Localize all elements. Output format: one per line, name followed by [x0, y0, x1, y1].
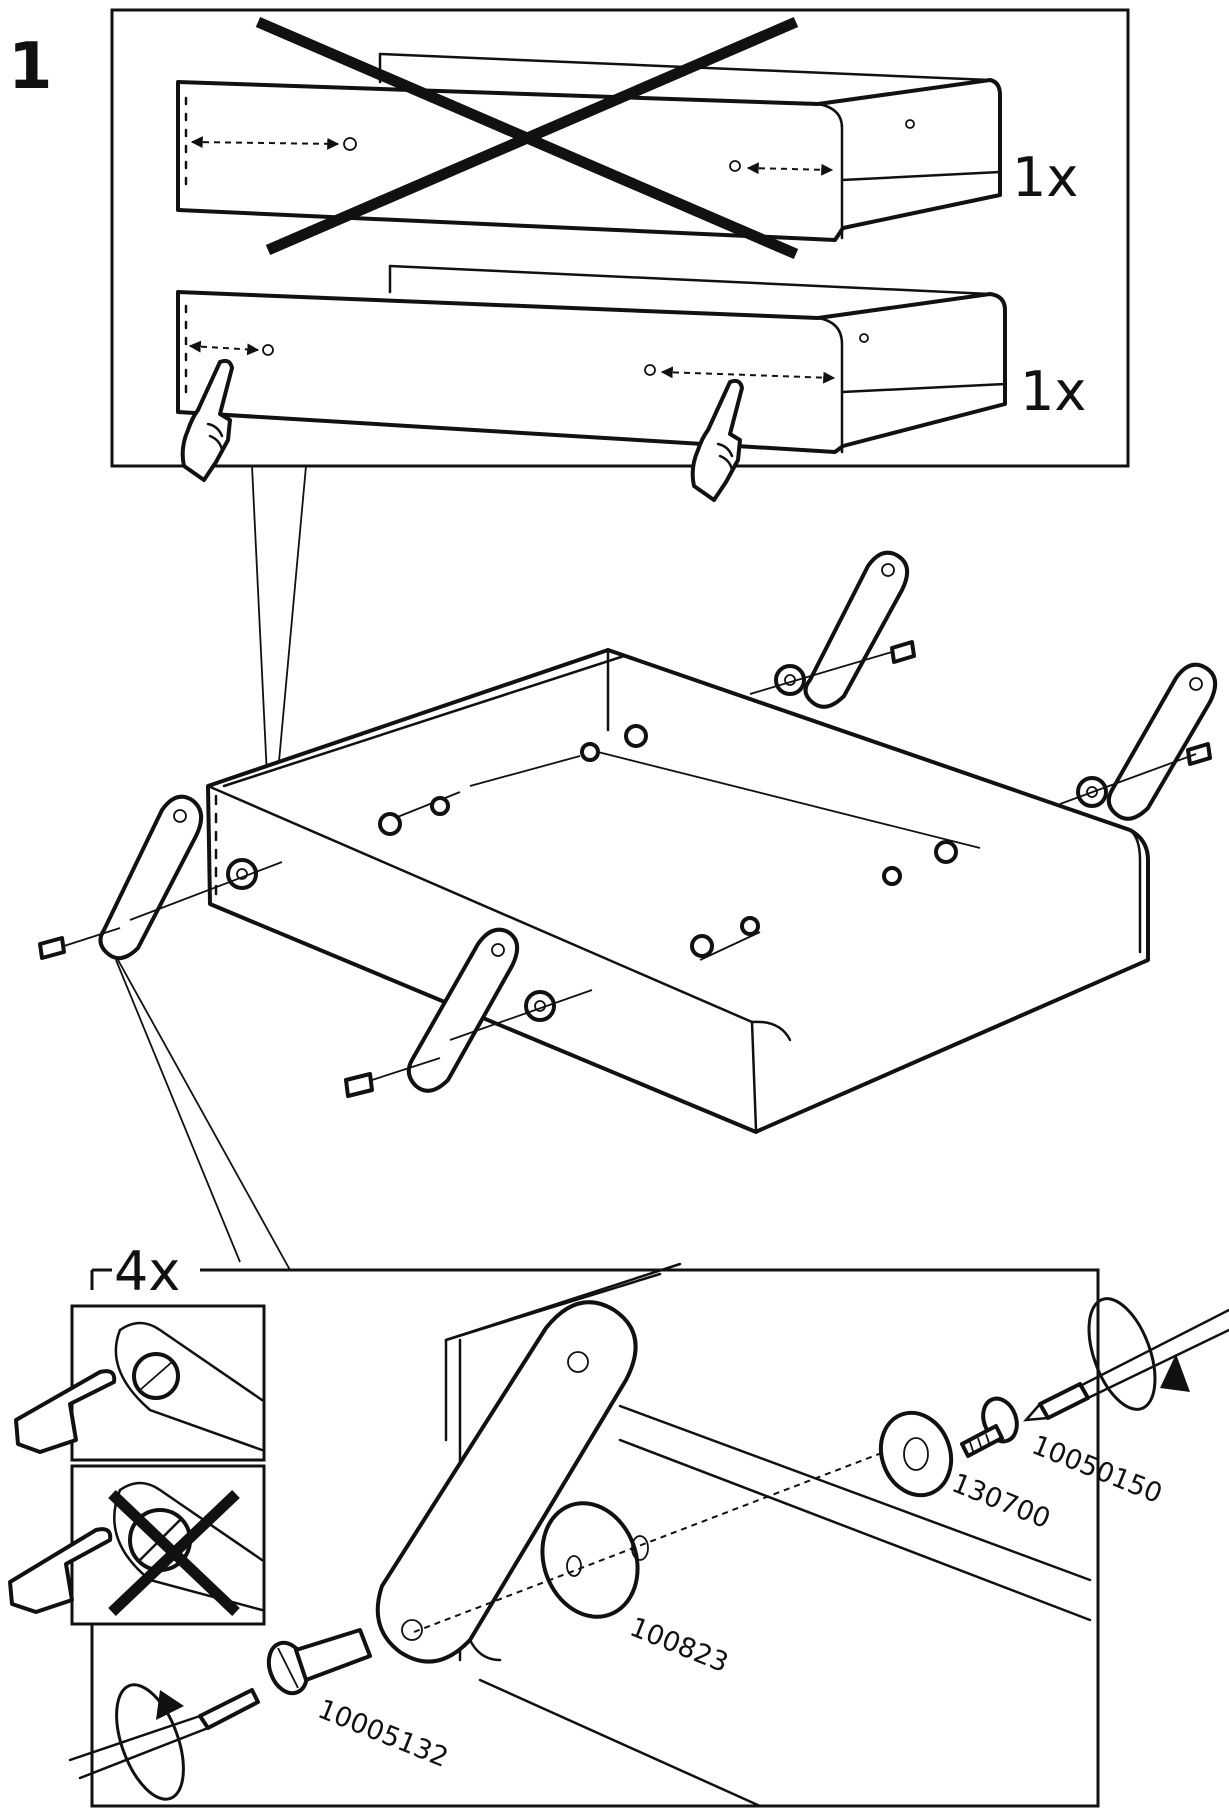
- detail-panel: 4x: [8, 1240, 1229, 1808]
- check-correct-inset: [14, 1304, 266, 1462]
- screwdriver-icon: [68, 1688, 260, 1780]
- pointing-hand-icon: [180, 358, 234, 482]
- detail-handle: [375, 1300, 638, 1664]
- part-number-spacer-disc: 100823: [625, 1612, 732, 1679]
- orientation-panel: 1x 1x: [110, 8, 1130, 502]
- screwdriver-icon: [1023, 1308, 1229, 1422]
- handle-back-left: [749, 550, 916, 709]
- check-wrong-inset: [8, 1464, 266, 1626]
- drawer-wrong-orientation: [176, 52, 1002, 242]
- drawer-correct-orientation: [176, 264, 1007, 454]
- washer: [878, 1410, 954, 1498]
- pointing-hand-icon: [690, 378, 744, 502]
- handle-front-left: [38, 794, 283, 960]
- pointing-hand-icon: [8, 1527, 113, 1614]
- correct-orientation-quantity: 1x: [1020, 360, 1086, 423]
- detail-quantity: 4x: [114, 1240, 180, 1303]
- pointing-hand-icon: [14, 1369, 117, 1454]
- part-number-washer: 130700: [947, 1468, 1054, 1535]
- bolt: [960, 1396, 1019, 1458]
- wrong-orientation-quantity: 1x: [1012, 146, 1078, 209]
- cross-mark-icon: [108, 1490, 240, 1616]
- drawer-assembly: [38, 550, 1218, 1134]
- rotate-arrow-icon: [115, 1683, 185, 1801]
- rotate-arrow-icon: [1087, 1297, 1190, 1411]
- screw: [266, 1628, 372, 1696]
- part-number-screw: 10005132: [313, 1694, 452, 1774]
- step-number: 1: [8, 30, 53, 104]
- handle-back-right: [1059, 662, 1218, 821]
- handle-front-right: [344, 927, 593, 1098]
- cross-mark-icon: [255, 16, 799, 260]
